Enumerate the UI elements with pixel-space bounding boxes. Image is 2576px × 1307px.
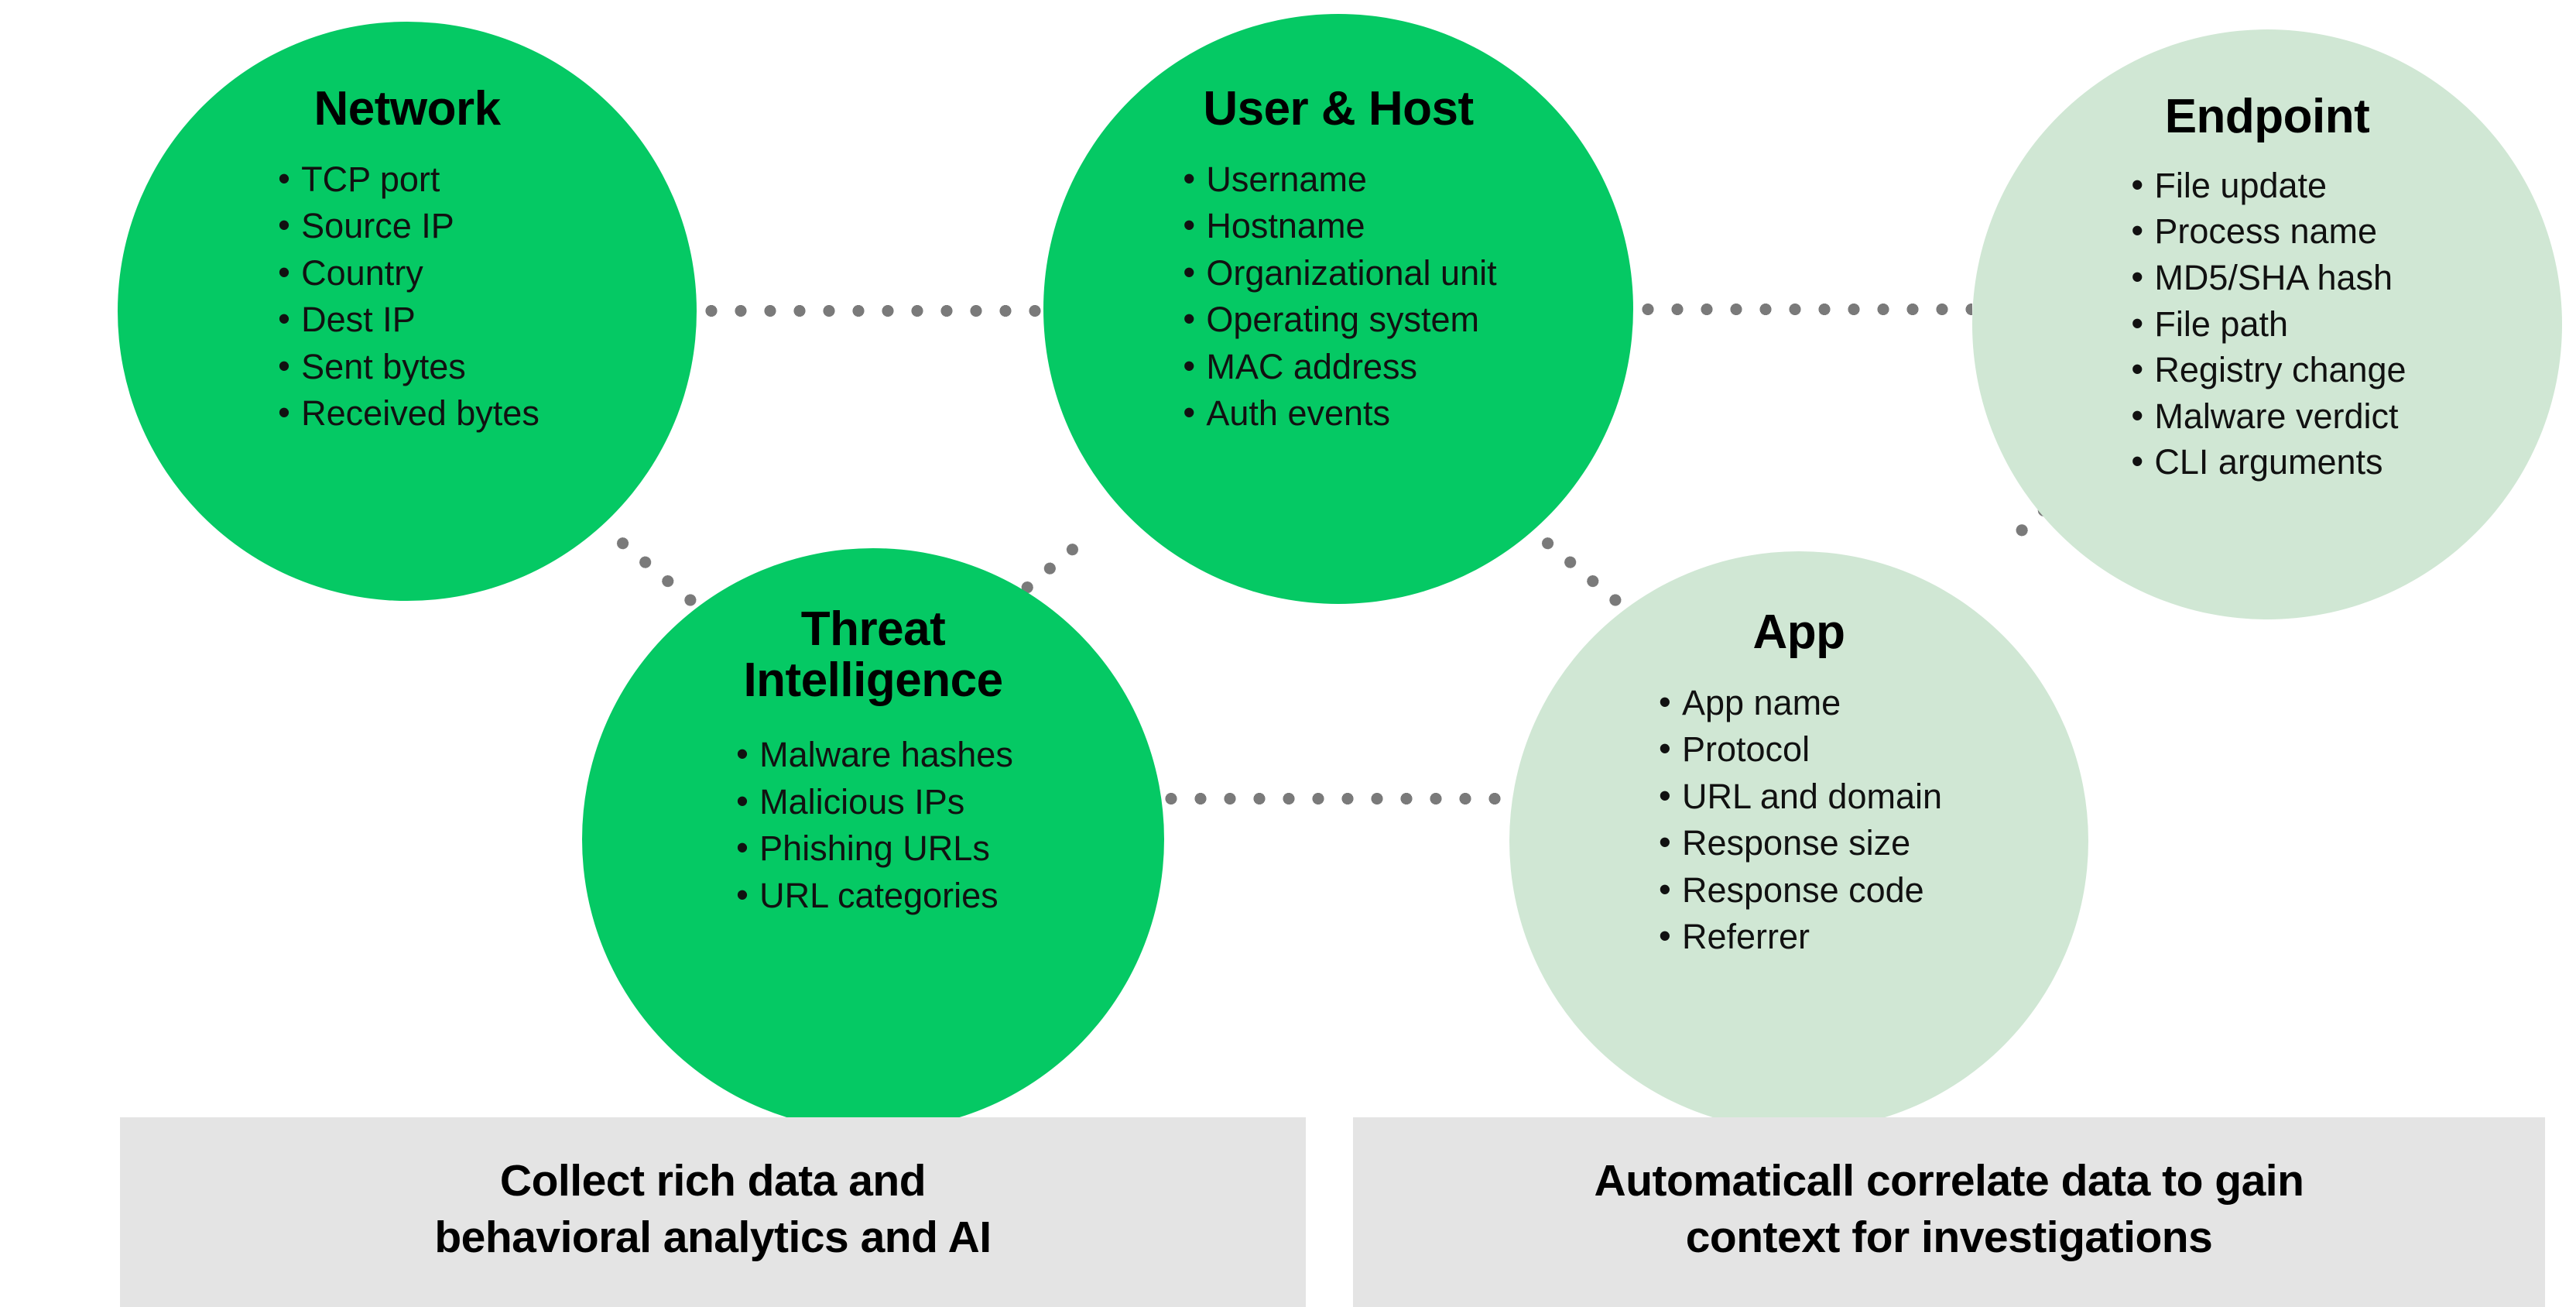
bubble-user-host[interactable]: User & Host UsernameHostnameOrganization… bbox=[1043, 14, 1633, 604]
list-item: Malware verdict bbox=[2128, 393, 2406, 440]
bubble-network-list: TCP portSource IPCountryDest IPSent byte… bbox=[275, 156, 540, 437]
list-item: File update bbox=[2128, 162, 2406, 209]
connector-user-host-to-app bbox=[1533, 529, 1629, 613]
list-item: Received bytes bbox=[275, 389, 540, 437]
list-item: URL categories bbox=[733, 872, 1013, 920]
list-item: Response code bbox=[1656, 866, 1942, 914]
bubble-threat-intelligence-list: Malware hashesMalicious IPsPhishing URLs… bbox=[733, 731, 1013, 920]
list-item: App name bbox=[1656, 679, 1942, 727]
list-item: Sent bytes bbox=[275, 343, 540, 391]
list-item: MD5/SHA hash bbox=[2128, 254, 2406, 301]
bubble-endpoint-title: Endpoint bbox=[2164, 90, 2370, 143]
bubble-endpoint-list: File updateProcess nameMD5/SHA hashFile … bbox=[2128, 162, 2406, 485]
bubble-user-host-title: User & Host bbox=[1203, 82, 1474, 136]
list-item: Malicious IPs bbox=[733, 778, 1013, 826]
caption-left-text: Collect rich data and behavioral analyti… bbox=[434, 1155, 992, 1262]
list-item: Country bbox=[275, 249, 540, 297]
list-item: Process name bbox=[2128, 208, 2406, 255]
list-item: Phishing URLs bbox=[733, 825, 1013, 873]
list-item: Auth events bbox=[1180, 389, 1496, 437]
bubble-network[interactable]: Network TCP portSource IPCountryDest IPS… bbox=[118, 22, 697, 601]
bubble-user-host-list: UsernameHostnameOrganizational unitOpera… bbox=[1180, 156, 1496, 437]
bubble-endpoint[interactable]: Endpoint File updateProcess nameMD5/SHA … bbox=[1972, 29, 2562, 619]
list-item: Operating system bbox=[1180, 296, 1496, 344]
caption-bar-collect-data: Collect rich data and behavioral analyti… bbox=[120, 1117, 1306, 1307]
connector-network-to-user-host bbox=[697, 305, 1045, 317]
list-item: File path bbox=[2128, 300, 2406, 348]
list-item: Hostname bbox=[1180, 202, 1496, 250]
bubble-app-list: App nameProtocolURL and domainResponse s… bbox=[1656, 679, 1942, 961]
connector-user-host-to-endpoint bbox=[1633, 304, 1972, 315]
list-item: Organizational unit bbox=[1180, 249, 1496, 297]
connector-threat-intelligence-to-app bbox=[1156, 793, 1506, 804]
list-item: Referrer bbox=[1656, 913, 1942, 961]
bubble-threat-intelligence[interactable]: Threat Intelligence Malware hashesMalici… bbox=[582, 548, 1164, 1130]
list-item: Response size bbox=[1656, 819, 1942, 867]
list-item: Dest IP bbox=[275, 296, 540, 344]
list-item: Username bbox=[1180, 156, 1496, 204]
connector-network-to-threat-intelligence bbox=[608, 529, 704, 613]
list-item: Source IP bbox=[275, 202, 540, 250]
list-item: TCP port bbox=[275, 156, 540, 204]
list-item: CLI arguments bbox=[2128, 438, 2406, 485]
list-item: Registry change bbox=[2128, 346, 2406, 393]
bubble-app-title: App bbox=[1752, 605, 1845, 659]
list-item: URL and domain bbox=[1656, 773, 1942, 821]
bubble-app[interactable]: App App nameProtocolURL and domainRespon… bbox=[1509, 551, 2088, 1130]
bubble-threat-intelligence-title: Threat Intelligence bbox=[743, 602, 1003, 707]
list-item: MAC address bbox=[1180, 343, 1496, 391]
caption-bar-correlate-data: Automaticall correlate data to gain cont… bbox=[1353, 1117, 2545, 1307]
bubble-network-title: Network bbox=[313, 82, 501, 136]
caption-right-text: Automaticall correlate data to gain cont… bbox=[1594, 1155, 2304, 1262]
list-item: Protocol bbox=[1656, 726, 1942, 774]
list-item: Malware hashes bbox=[733, 731, 1013, 779]
